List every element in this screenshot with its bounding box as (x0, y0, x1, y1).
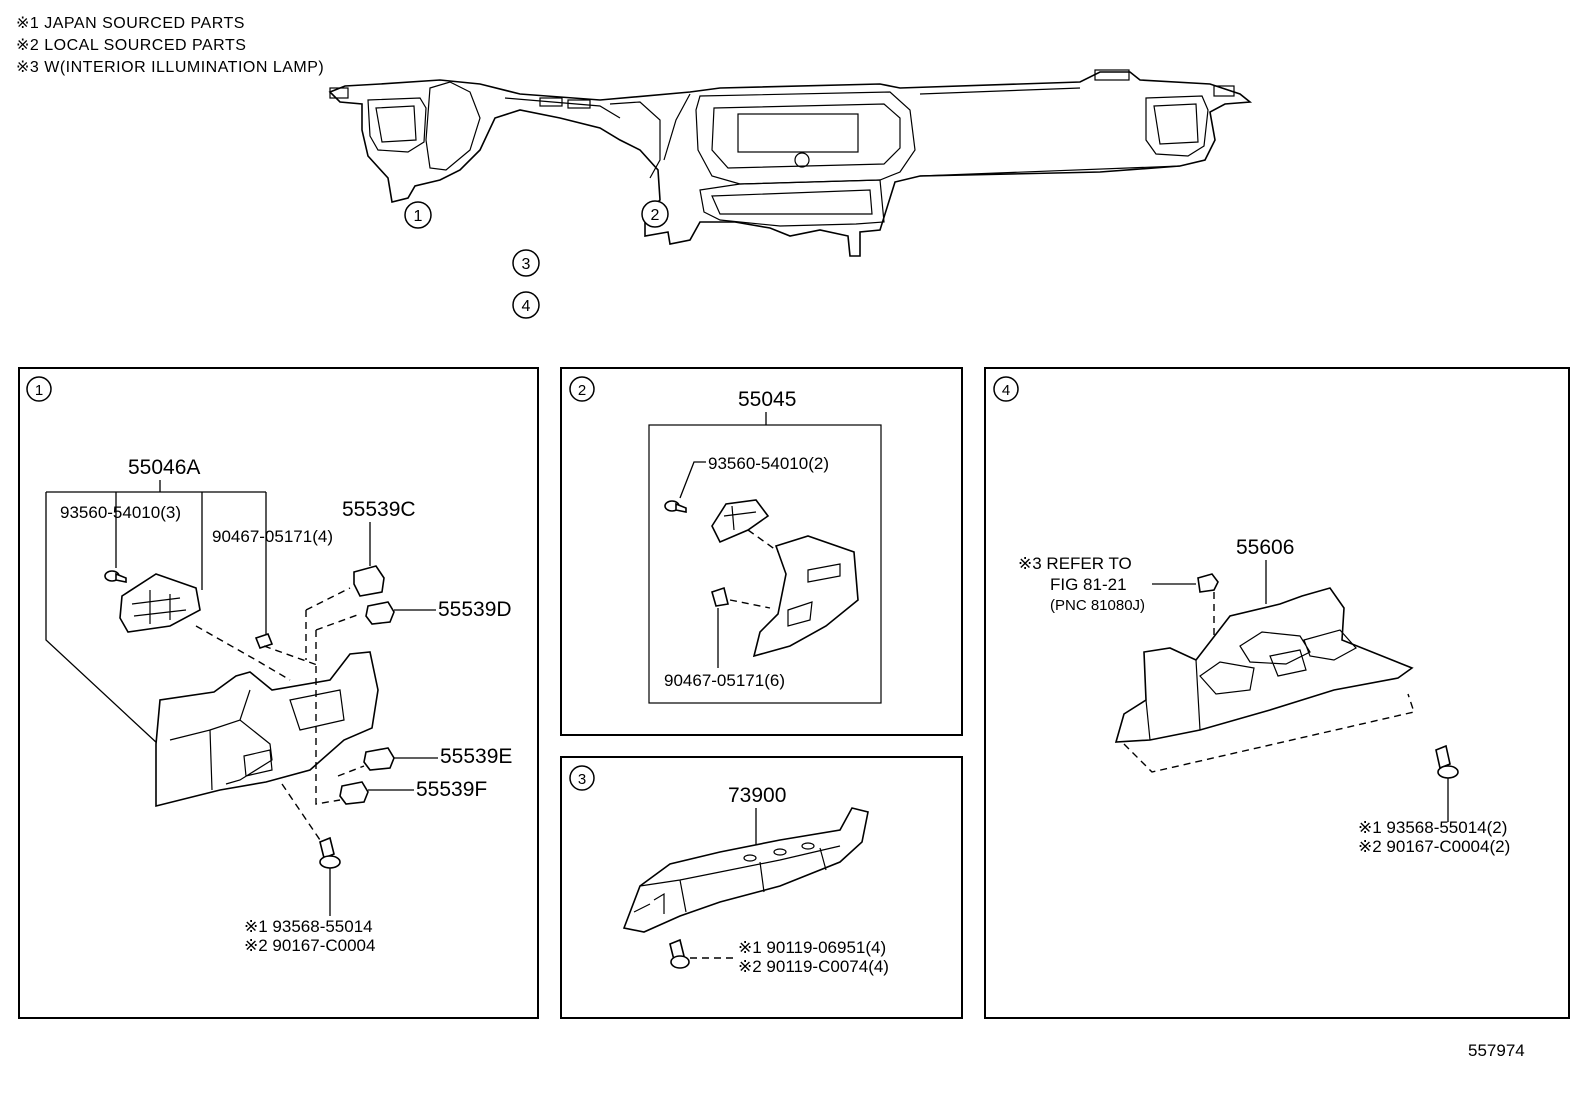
switch-e-icon (363, 747, 395, 771)
part-93568-55014[interactable]: ※1 93568-55014 (244, 917, 373, 936)
part-55046A[interactable]: 55046A (128, 456, 200, 479)
reference-note-line3: (PNC 81080J) (1050, 597, 1145, 614)
part-55539C[interactable]: 55539C (342, 498, 416, 521)
note-japan-sourced: ※1 JAPAN SOURCED PARTS (16, 15, 245, 32)
reference-note-line1: ※3 REFER TO (1018, 554, 1132, 573)
panel-3: 3 73900 ※1 90119-06951(4) ※2 90119-C0074… (560, 756, 963, 1019)
legend-notes: ※1 JAPAN SOURCED PARTS ※2 LOCAL SOURCED … (16, 15, 324, 76)
panel-3-index-circle (569, 765, 595, 791)
part-90119-06951-4[interactable]: ※1 90119-06951(4) (738, 938, 886, 957)
clip-icon (254, 633, 274, 649)
part-93560-54010-3[interactable]: 93560-54010(3) (60, 503, 181, 522)
bolt-icon (1435, 744, 1459, 779)
lamp-icon (1197, 573, 1219, 593)
overview-callouts: 1 2 3 4 (404, 200, 669, 319)
panel-4-index-circle (993, 376, 1019, 402)
svg-text:2: 2 (651, 207, 660, 224)
bolt-icon (319, 836, 341, 869)
note-local-sourced: ※2 LOCAL SOURCED PARTS (16, 37, 246, 54)
under-cover-part (1114, 587, 1414, 743)
part-73900[interactable]: 73900 (728, 784, 786, 807)
part-55539E[interactable]: 55539E (440, 745, 512, 768)
panel-1-frame (18, 367, 539, 1019)
switch-f-icon (339, 781, 369, 805)
panel-2-index: 2 (578, 382, 586, 399)
callout-1[interactable]: 1 (404, 201, 432, 229)
panel-2-frame (560, 367, 963, 736)
bolt-icon (669, 938, 690, 969)
svg-text:4: 4 (522, 298, 531, 315)
part-90119-C0074-4[interactable]: ※2 90119-C0074(4) (738, 957, 889, 976)
part-55539F[interactable]: 55539F (416, 778, 487, 801)
part-90167-C0004-2[interactable]: ※2 90167-C0004(2) (1358, 837, 1510, 856)
panel-1-index-circle (26, 376, 52, 402)
panel-4: 4 55606 ※3 REFER TO FIG 81-21 (PNC 81080… (984, 367, 1570, 1019)
svg-text:3: 3 (522, 256, 531, 273)
part-93560-54010-2[interactable]: 93560-54010(2) (708, 454, 829, 473)
panel-3-frame (560, 756, 963, 1019)
part-90467-05171-6[interactable]: 90467-05171(6) (664, 671, 785, 690)
panel-4-frame (984, 367, 1570, 1019)
part-55045[interactable]: 55045 (738, 388, 796, 411)
panel-2: 2 55045 93560-54010(2) 90467-05171(6) (560, 367, 963, 736)
bracket-icon (119, 573, 201, 633)
panel-1: 1 55046A 93560-54010(3) 90467-05171(4) 5… (18, 367, 539, 1019)
bracket-icon (711, 499, 770, 544)
panel-3-index: 3 (578, 771, 586, 788)
lower-panel-part (155, 651, 379, 808)
screw-icon (664, 500, 687, 513)
glove-box-part (622, 807, 869, 933)
instrument-panel-overview (328, 69, 1253, 257)
part-90167-C0004[interactable]: ※2 90167-C0004 (244, 936, 375, 955)
figure-number: 557974 (1468, 1041, 1525, 1060)
part-55606[interactable]: 55606 (1236, 536, 1294, 559)
switch-c-icon (353, 565, 385, 597)
screw-icon (104, 570, 127, 583)
callout-4[interactable]: 4 (512, 291, 540, 319)
clip-icon (711, 586, 729, 607)
svg-text:1: 1 (414, 208, 423, 225)
part-90467-05171-4[interactable]: 90467-05171(4) (212, 527, 333, 546)
panel-2-index-circle (569, 376, 595, 402)
callout-3[interactable]: 3 (512, 249, 540, 277)
trim-panel-part (752, 535, 859, 658)
part-93568-55014-2[interactable]: ※1 93568-55014(2) (1358, 818, 1507, 837)
panel-1-index: 1 (35, 382, 43, 399)
switch-d-icon (365, 601, 395, 625)
part-55539D[interactable]: 55539D (438, 598, 512, 621)
callout-2[interactable]: 2 (641, 200, 669, 228)
part-55045-group-frame (648, 424, 882, 704)
note-illumination-lamp: ※3 W(INTERIOR ILLUMINATION LAMP) (16, 59, 324, 76)
reference-note-line2[interactable]: FIG 81-21 (1050, 575, 1127, 594)
panel-4-index: 4 (1002, 382, 1010, 399)
